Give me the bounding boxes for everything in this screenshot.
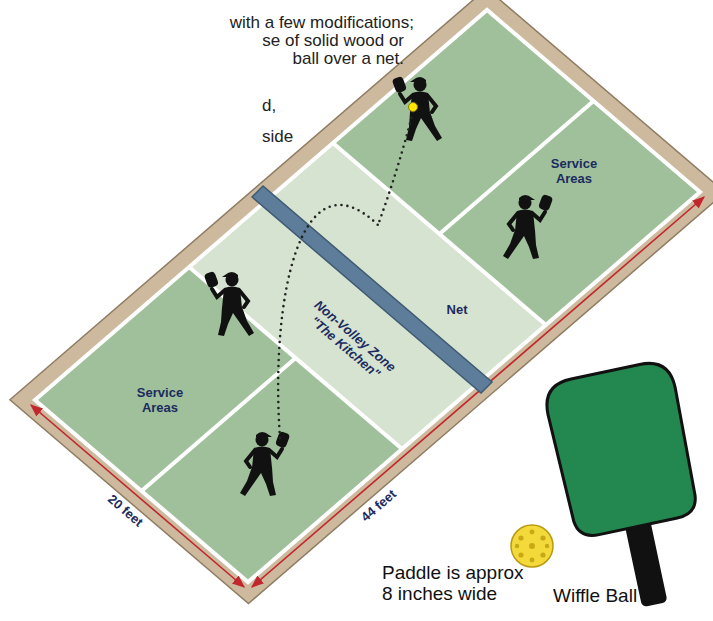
player-figure (240, 431, 290, 496)
court-border (10, 0, 713, 604)
ball-holes (515, 530, 549, 563)
ball-body (511, 525, 553, 567)
intro-text: with a few modifications; (230, 13, 414, 32)
net-label: Net (447, 303, 468, 318)
zone-label: Non-Volley Zone "The Kitchen" (288, 285, 413, 398)
intro-text: d, (262, 96, 276, 115)
paddle-note: Paddle is approx 8 inches wide (382, 562, 529, 605)
ball-trajectory (378, 112, 413, 225)
area-label: Service Areas (541, 157, 607, 186)
intro-text: ball over a net. (292, 49, 404, 68)
center-line (142, 358, 296, 491)
dimension-label: 44 feet (359, 487, 400, 525)
intro-text: side (262, 127, 293, 146)
paddle-face (542, 358, 702, 540)
wiffle-ball (511, 525, 553, 567)
ball-label: Wiffle Ball (553, 585, 637, 606)
player-figure (204, 271, 254, 336)
player-figure (503, 194, 553, 259)
ball-dot (409, 103, 418, 112)
intro-text: se of solid wood or (262, 31, 404, 50)
paddle (542, 358, 713, 618)
dimension-label: 20 feet (105, 492, 146, 530)
area-label: Service Areas (127, 386, 193, 415)
player-figure (392, 76, 442, 141)
court (10, 0, 713, 604)
dimension-arrow (31, 405, 244, 587)
